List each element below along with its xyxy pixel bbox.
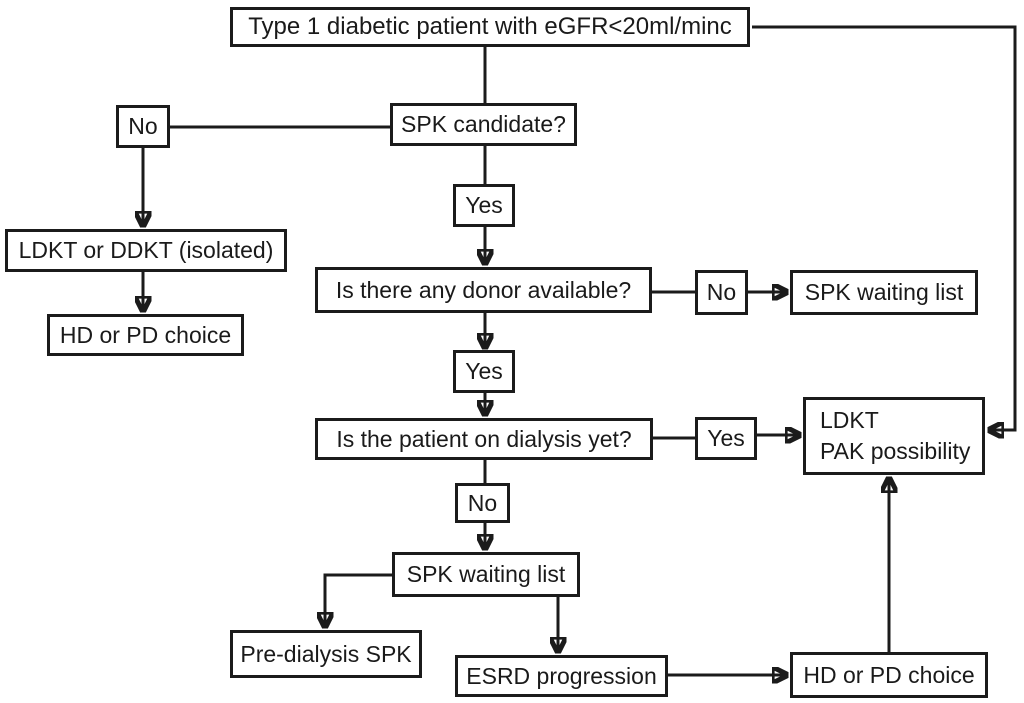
node-no-spk-candidate: No [116,105,170,148]
node-spk-waiting-list-right: SPK waiting list [790,270,978,315]
ldkt-pak-line2: PAK possibility [820,438,971,464]
node-spk-waiting-list-mid: SPK waiting list [392,552,580,597]
node-ldkt-or-ddkt-isolated: LDKT or DDKT (isolated) [5,229,287,272]
node-hd-or-pd-choice-left: HD or PD choice [47,314,244,356]
node-on-dialysis-question: Is the patient on dialysis yet? [315,418,653,460]
node-no-donor: No [695,270,748,315]
node-donor-available-question: Is there any donor available? [315,267,652,313]
node-yes-dialysis: Yes [695,417,757,460]
node-start: Type 1 diabetic patient with eGFR<20ml/m… [230,7,750,47]
node-spk-candidate: SPK candidate? [390,103,577,146]
node-pre-dialysis-spk: Pre-dialysis SPK [230,630,422,678]
edge-spk-waiting-mid-to-pre-dialysis [325,573,392,627]
node-ldkt-pak-possibility: LDKT PAK possibility [803,397,985,475]
edge-start-to-ldkt-pak [752,25,1017,430]
ldkt-pak-line1: LDKT [820,406,879,433]
node-hd-or-pd-choice-right: HD or PD choice [790,652,988,698]
node-esrd-progression: ESRD progression [455,655,668,697]
node-no-dialysis: No [455,483,510,523]
node-yes-spk-candidate: Yes [453,184,515,227]
node-yes-donor: Yes [453,350,515,393]
